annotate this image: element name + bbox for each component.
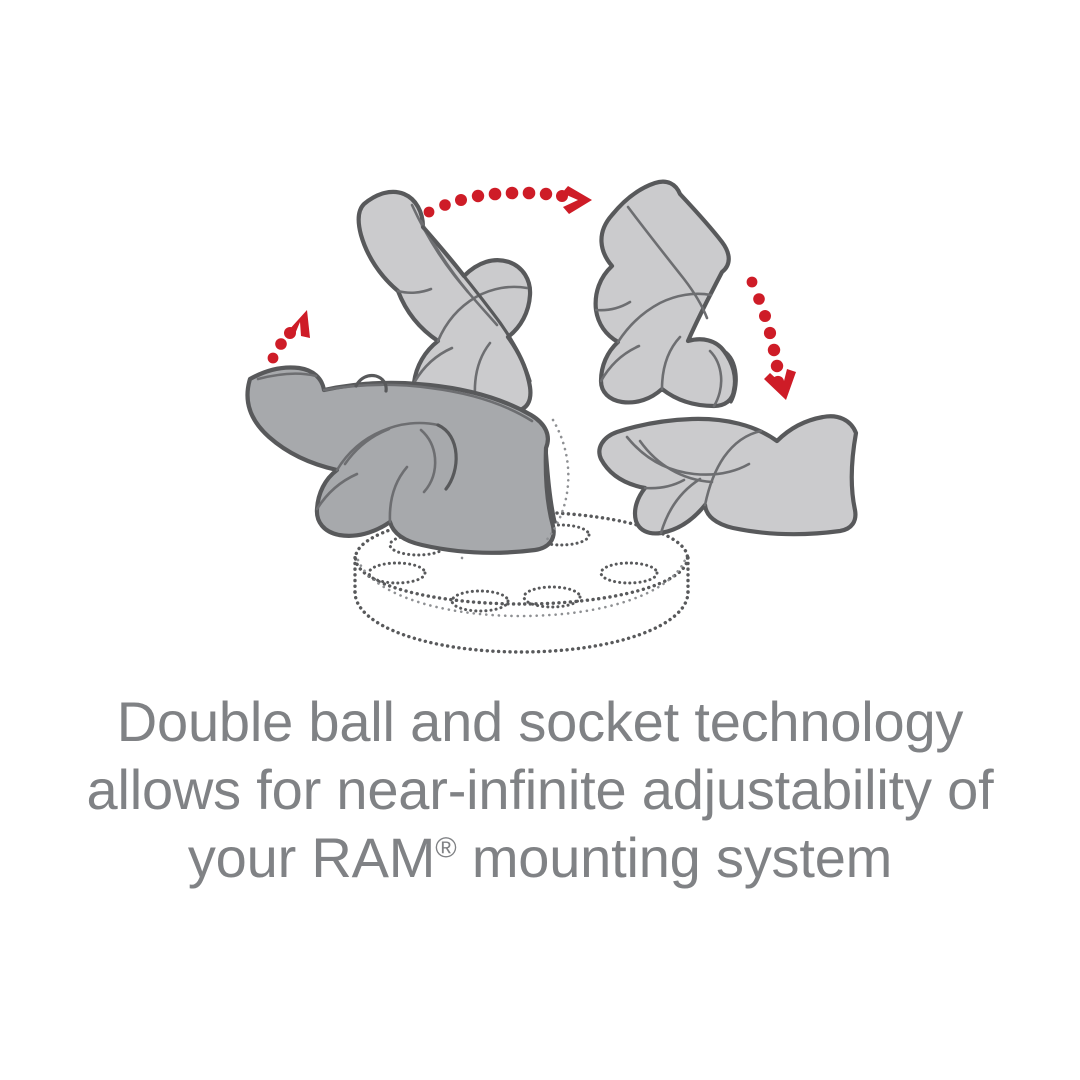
arrow-right-head [764, 369, 796, 400]
arm-right [597, 414, 859, 537]
arm-upper-left-body [356, 189, 533, 414]
arm-upper-left [356, 189, 533, 414]
base-hole-2 [367, 561, 427, 585]
arm-upper-right-body [593, 179, 738, 409]
arm-front-dark [245, 365, 570, 555]
arrow-top-head [562, 186, 592, 214]
registered-trademark-symbol: ® [435, 832, 457, 865]
double-ball-and-socket-mount-diagram: .out { stroke:#58595b; stroke-width:4.2;… [245, 179, 859, 654]
arm-upper-right [593, 179, 738, 409]
arm-right-body [597, 414, 859, 537]
caption-line-3-after: mounting system [456, 826, 893, 889]
base-plate-bottom-arc [353, 590, 690, 654]
caption-line-1: Double ball and socket technology [116, 690, 964, 753]
caption-line-3: your RAM® mounting system [0, 824, 1080, 892]
base-hole-4 [522, 585, 582, 609]
base-hole-6 [531, 523, 591, 547]
arrow-top [423, 186, 592, 218]
arrow-left-head [288, 310, 310, 338]
caption-line-2: allows for near-infinite adjustability o… [86, 758, 994, 821]
base-plate-inner-arc [356, 558, 687, 618]
caption-line-3-before: your RAM [187, 826, 436, 889]
base-hole-3 [450, 589, 510, 613]
base-hole-5 [599, 561, 659, 585]
arrow-left [267, 310, 310, 364]
caption-block: Double ball and socket technology allows… [0, 688, 1080, 892]
arrow-right [746, 276, 796, 400]
